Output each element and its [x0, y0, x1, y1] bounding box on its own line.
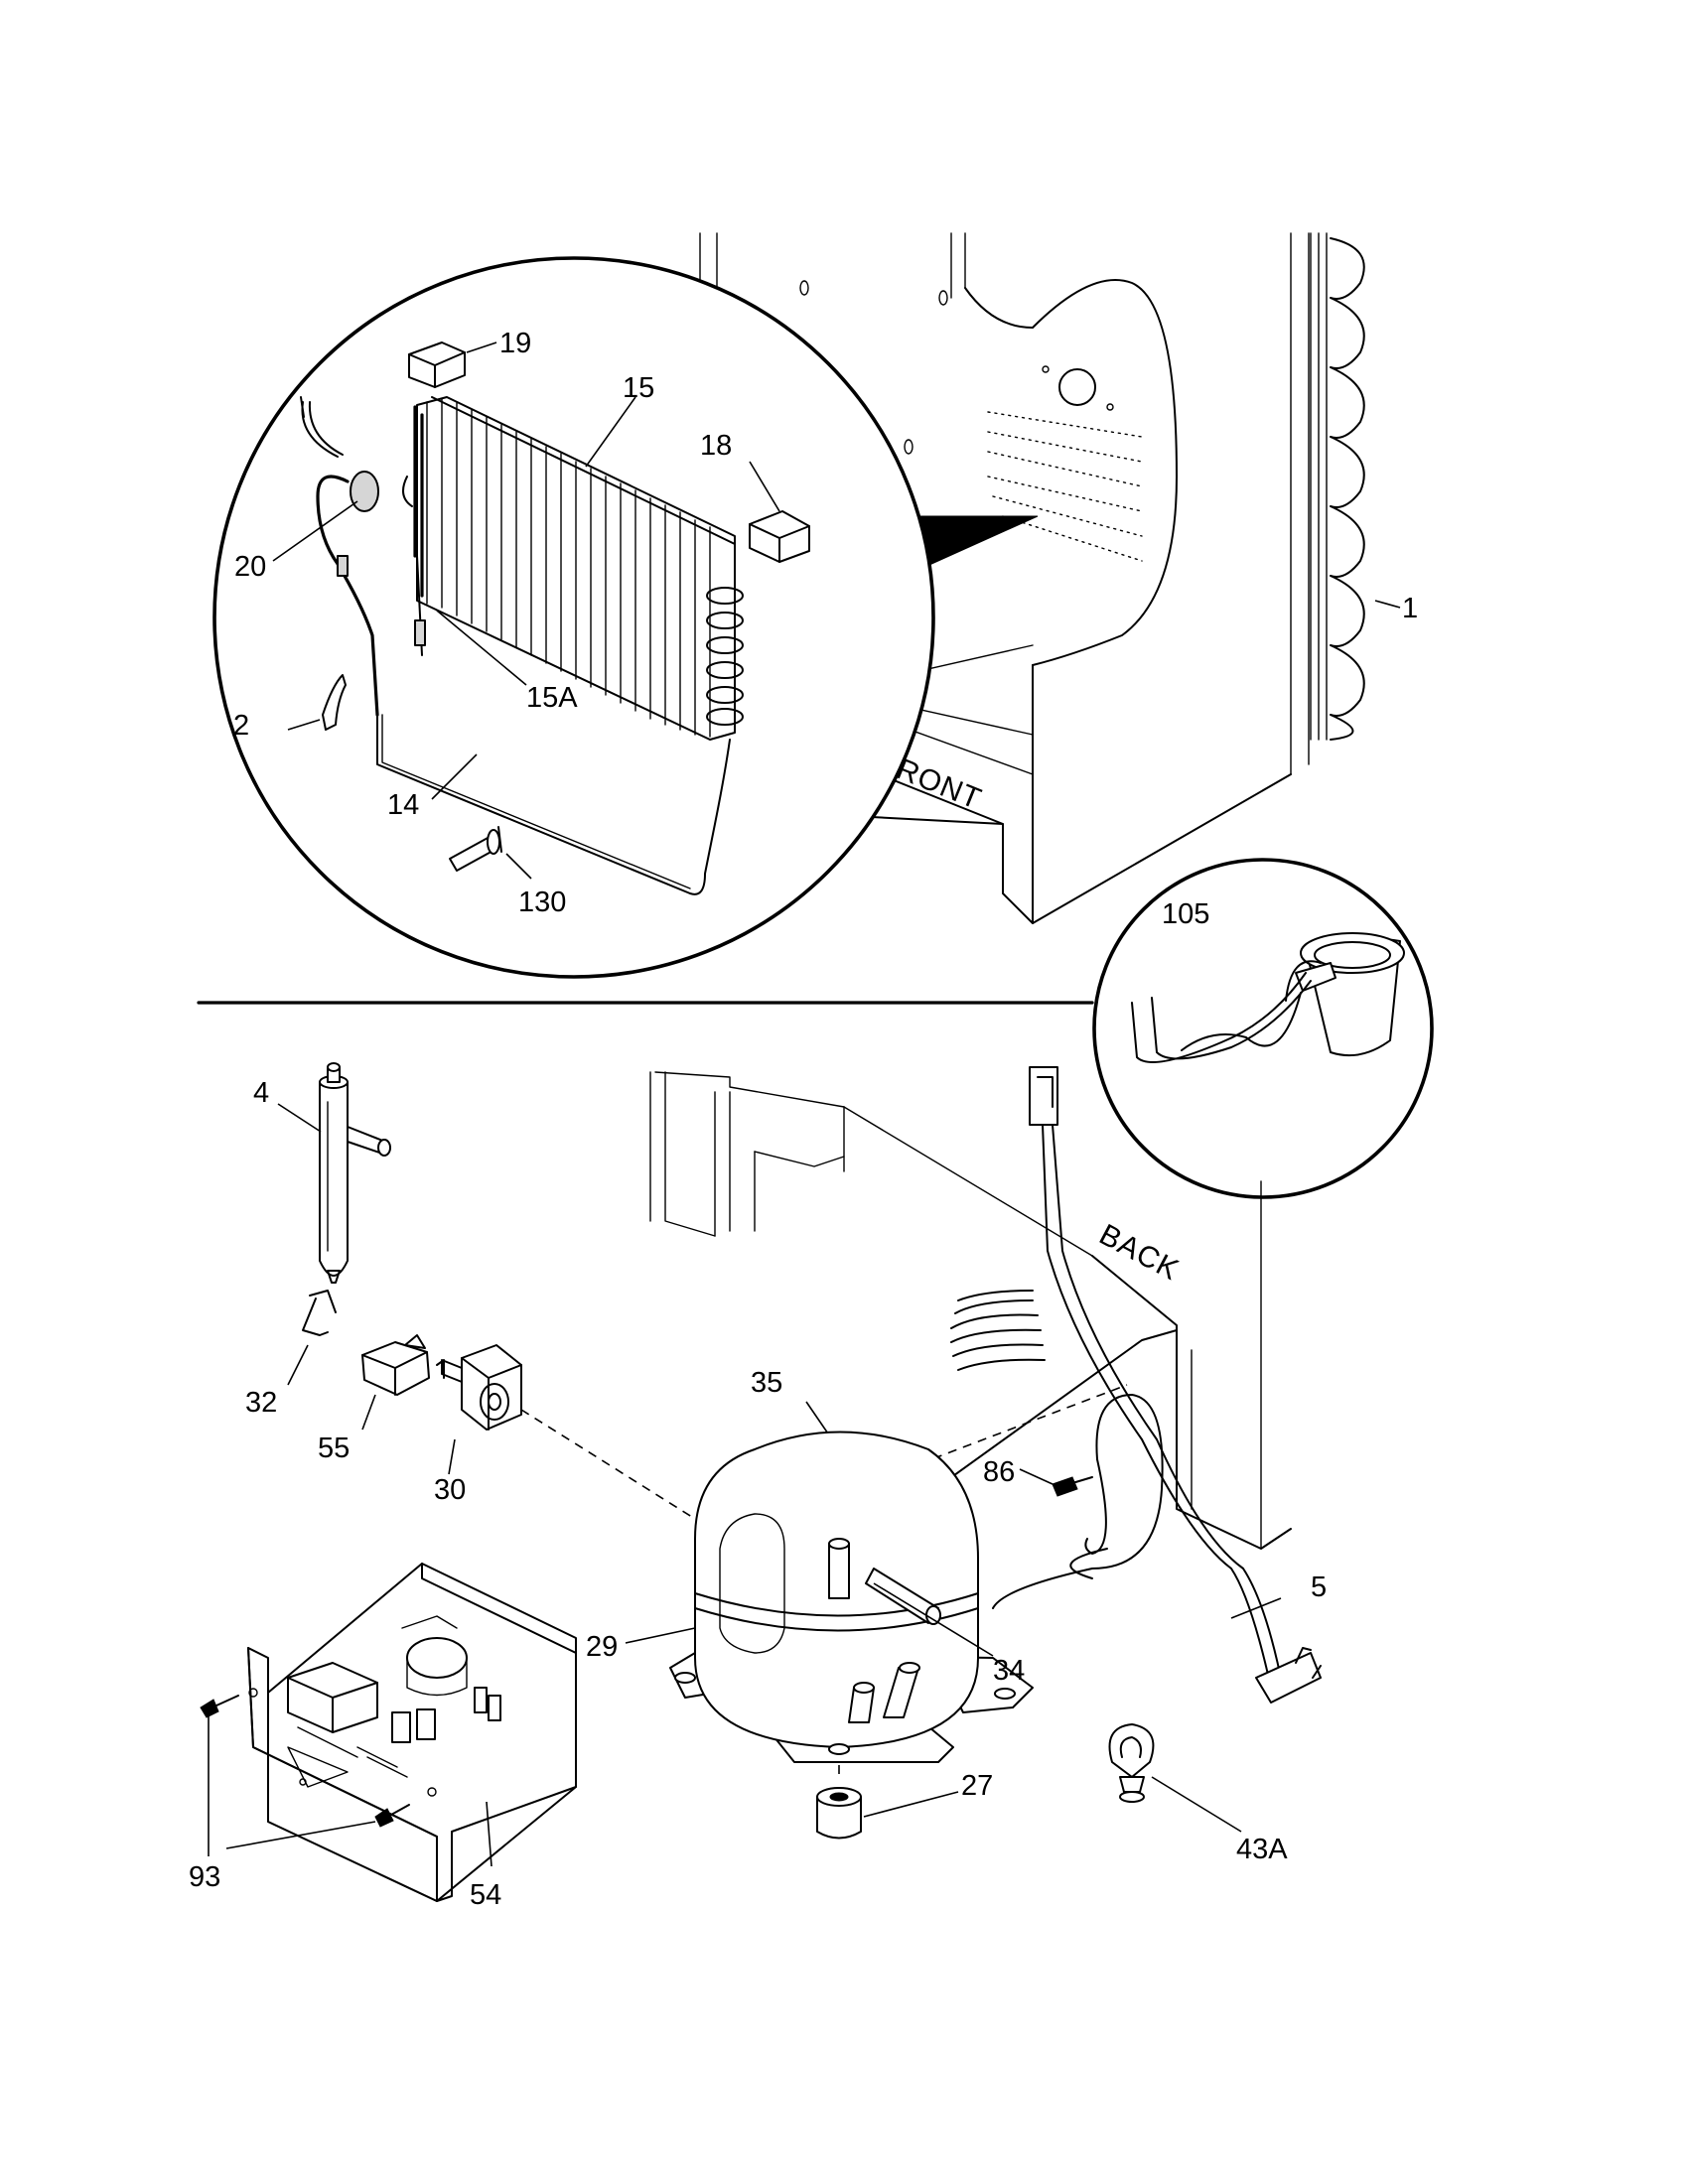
drain-wire — [376, 714, 731, 895]
clip-part-32 — [302, 1290, 337, 1336]
label-5: 5 — [1311, 1571, 1327, 1603]
screw-part-86 — [1052, 1476, 1093, 1497]
label-1: 1 — [1402, 593, 1418, 624]
clamp-part-43a — [1108, 1723, 1155, 1803]
accumulator-part-4 — [319, 1062, 391, 1284]
screw-part-93 — [200, 1695, 410, 1828]
label-105: 105 — [1162, 898, 1209, 930]
label-18: 18 — [700, 430, 732, 462]
control-box-part-54 — [247, 1563, 577, 1902]
label-54: 54 — [470, 1879, 501, 1911]
label-55: 55 — [318, 1433, 350, 1464]
clip-part-2 — [322, 674, 347, 731]
label-30: 30 — [434, 1474, 466, 1506]
part-18-block — [749, 510, 810, 563]
label-27: 27 — [961, 1770, 993, 1802]
label-15: 15 — [623, 372, 654, 404]
label-4: 4 — [253, 1077, 269, 1109]
label-2: 2 — [233, 710, 249, 742]
label-130: 130 — [518, 887, 566, 918]
power-cord — [950, 1066, 1322, 1704]
label-15a: 15A — [526, 682, 578, 714]
label-20: 20 — [234, 551, 266, 583]
label-14: 14 — [387, 789, 419, 821]
evaporator-detail-callout — [212, 256, 935, 979]
label-93: 93 — [189, 1861, 220, 1893]
label-32: 32 — [245, 1387, 277, 1419]
evaporator-fins — [416, 396, 736, 741]
drain-pan-detail-callout — [1092, 858, 1434, 1199]
compressor-part-29 — [669, 1431, 1034, 1763]
label-86: 86 — [983, 1456, 1015, 1488]
label-34: 34 — [993, 1655, 1025, 1687]
overload-part-30 — [436, 1344, 522, 1431]
part-labels: 19 15 18 20 1 15A 2 14 130 105 4 32 35 5… — [189, 328, 1418, 1911]
condenser-coil — [1310, 232, 1365, 741]
relay-part-55 — [361, 1334, 430, 1396]
grommet-part-27 — [816, 1787, 862, 1840]
label-29: 29 — [586, 1631, 618, 1663]
back-label: BACK — [1094, 1218, 1185, 1287]
evaporator-tube-bends — [706, 587, 744, 726]
label-43a: 43A — [1236, 1834, 1288, 1865]
label-19: 19 — [499, 328, 531, 359]
pin-part-130 — [449, 826, 502, 872]
label-35: 35 — [751, 1367, 782, 1399]
